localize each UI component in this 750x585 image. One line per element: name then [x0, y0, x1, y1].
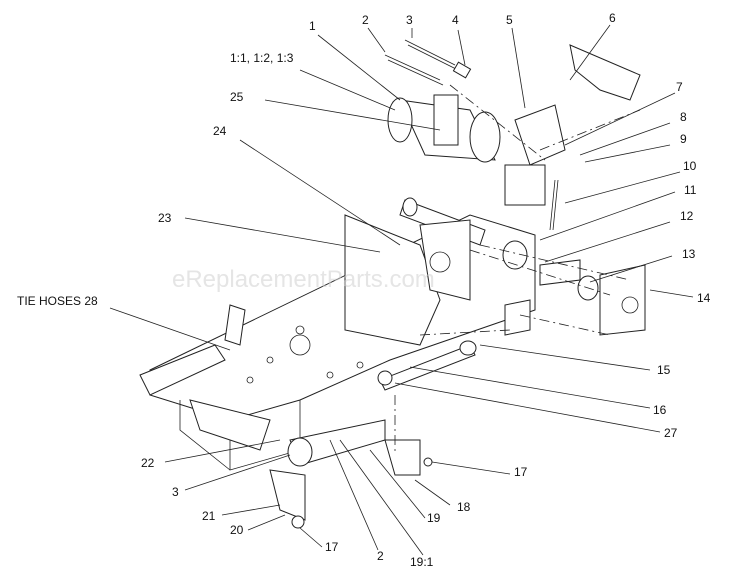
callout-1-sub: 1:1, 1:2, 1:3 [230, 51, 294, 65]
motor [387, 94, 501, 163]
callout-24: 24 [213, 124, 227, 138]
callout-11: 11 [684, 183, 697, 197]
callout-4: 4 [452, 13, 459, 27]
callout-tie-hoses-28: TIE HOSES 28 [17, 294, 98, 308]
callout-5: 5 [506, 13, 513, 27]
callout-20: 20 [230, 523, 244, 537]
callout-21: 21 [202, 509, 216, 523]
callout-15: 15 [657, 363, 671, 377]
callout-19-1: 19:1 [410, 555, 434, 569]
callout-2: 2 [362, 13, 369, 27]
callout-8: 8 [680, 110, 687, 124]
callout-27: 27 [664, 426, 678, 440]
callout-22: 22 [141, 456, 155, 470]
callout-17: 17 [514, 465, 528, 479]
callout-16: 16 [653, 403, 667, 417]
callout-6: 6 [609, 11, 616, 25]
callout-9: 9 [680, 132, 687, 146]
callout-12: 12 [680, 209, 694, 223]
callout-2: 2 [377, 549, 384, 563]
callout-14: 14 [697, 291, 711, 305]
callout-25: 25 [230, 90, 244, 104]
callout-labels: 1 2 3 4 5 6 1:1, 1:2, 1:3 7 8 9 10 25 11… [17, 11, 711, 569]
callout-18: 18 [457, 500, 471, 514]
callout-13: 13 [682, 247, 696, 261]
callout-3: 3 [172, 485, 179, 499]
upper-bracket-plate [344, 214, 441, 346]
callout-7: 7 [676, 80, 683, 94]
callout-1: 1 [309, 19, 316, 33]
exploded-assembly-drawing [139, 39, 646, 529]
callout-19: 19 [427, 511, 441, 525]
callout-10: 10 [683, 159, 697, 173]
callout-3: 3 [406, 13, 413, 27]
leader-lines [109, 24, 694, 556]
callout-17: 17 [325, 540, 339, 554]
callout-23: 23 [158, 211, 172, 225]
watermark: eReplacementParts.com [172, 266, 435, 293]
